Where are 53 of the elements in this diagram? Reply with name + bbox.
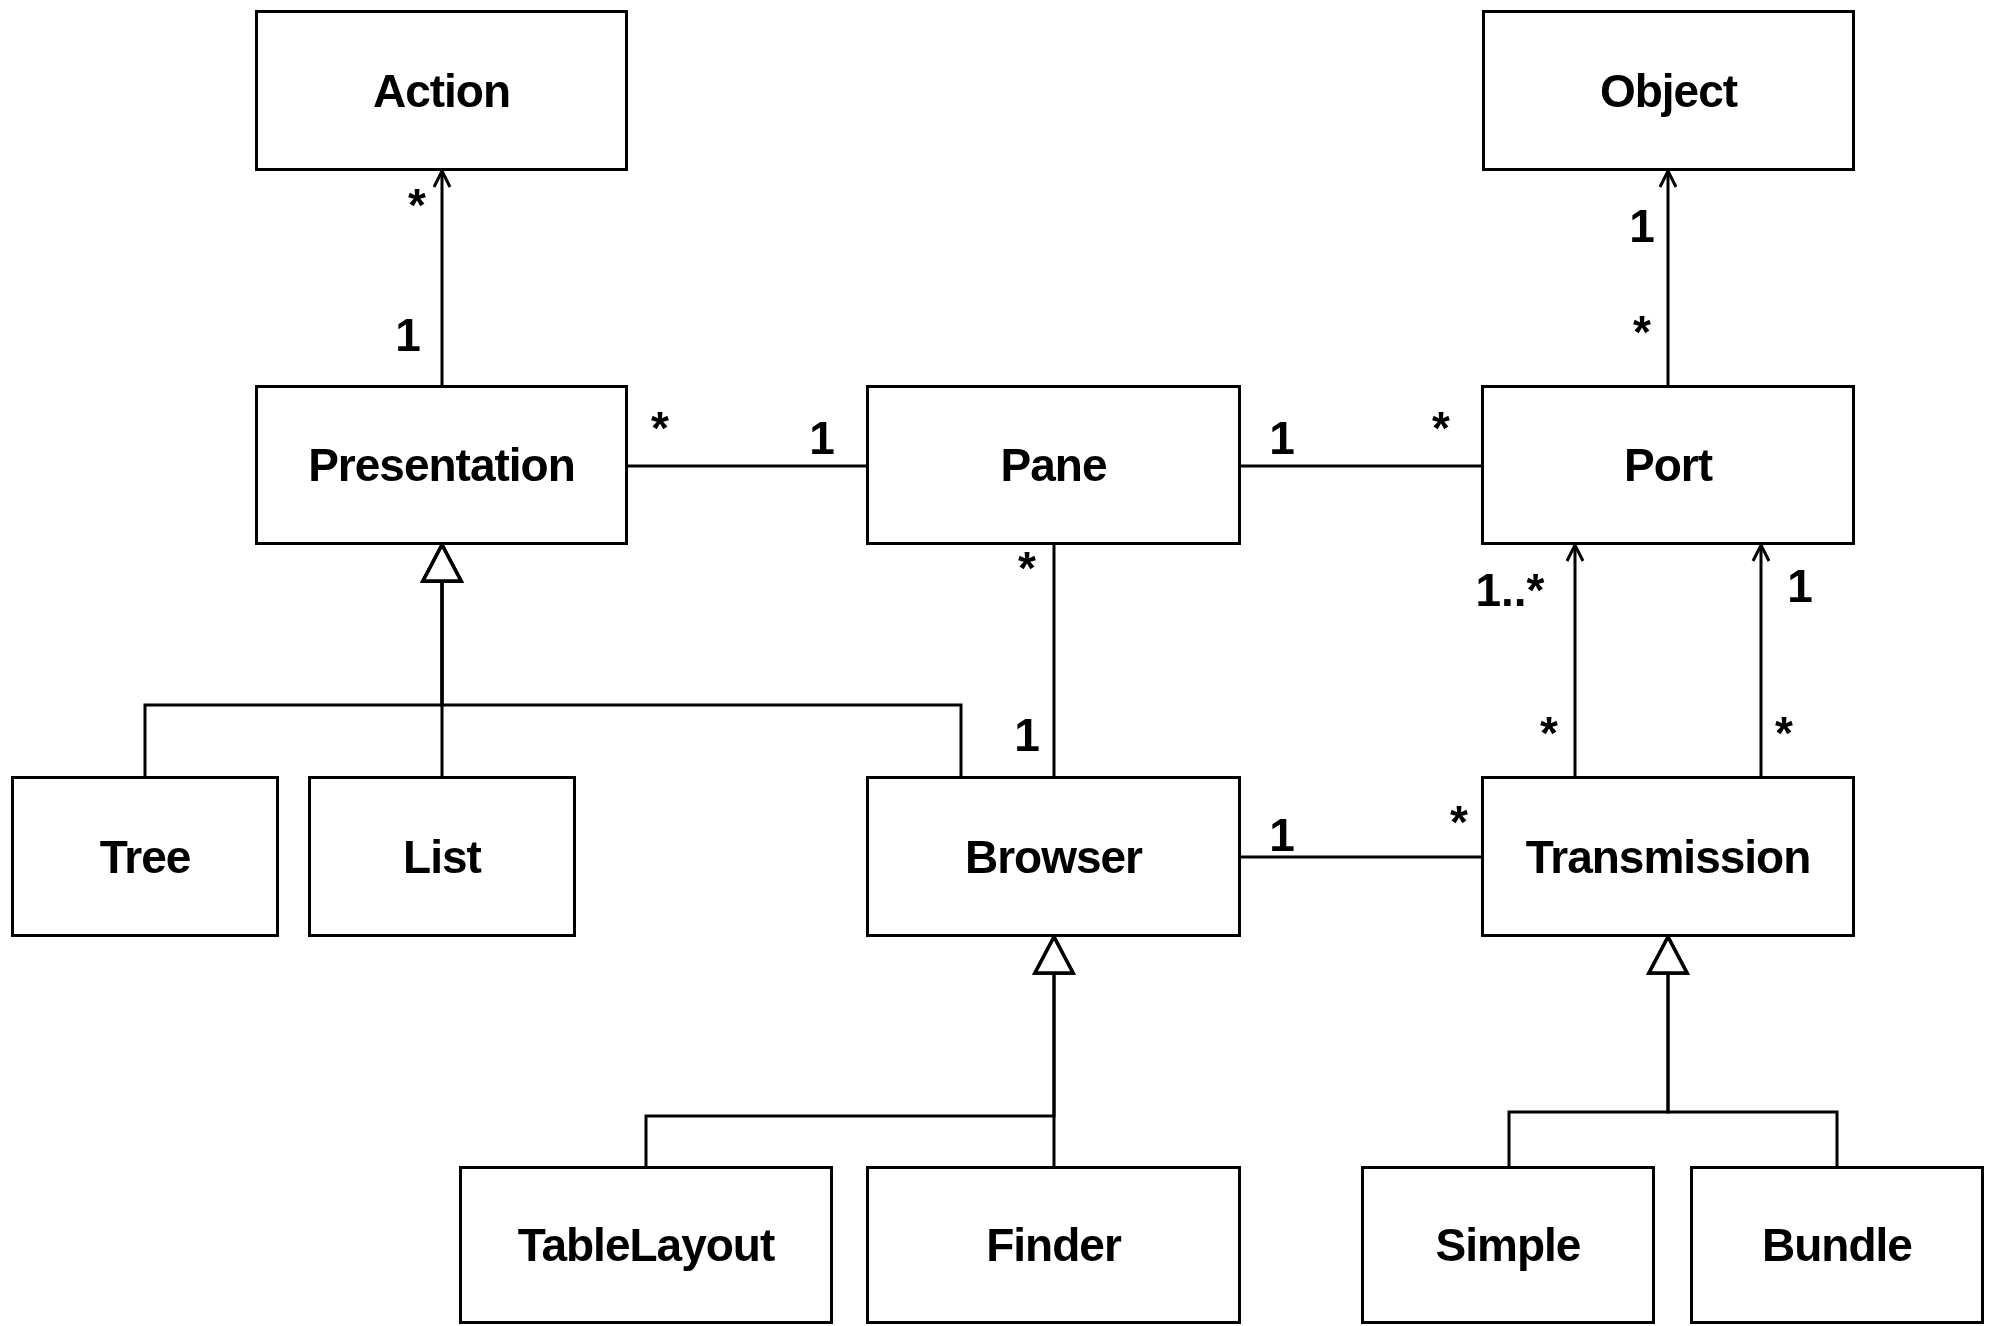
generalization-arrow [421, 543, 963, 776]
class-name: Object [1599, 63, 1738, 118]
association-line [1241, 464, 1481, 468]
class-name: Simple [1435, 1218, 1581, 1272]
class-box [1690, 1166, 1984, 1324]
multiplicity-label: 1 [809, 415, 835, 461]
multiplicity-label: 1..* [1475, 567, 1545, 613]
class-box [1481, 385, 1855, 545]
class-box [255, 385, 628, 545]
class-name: Browser [964, 829, 1143, 884]
class-name: TableLayout [517, 1218, 775, 1272]
multiplicity-label: 1 [1787, 563, 1813, 609]
multiplicity-label: * [1432, 405, 1450, 451]
association-arrow [1658, 169, 1678, 385]
class-box [866, 776, 1241, 937]
class-box [866, 1166, 1241, 1324]
class-box [459, 1166, 833, 1324]
multiplicity-label: * [1633, 309, 1651, 355]
class-name: Finder [986, 1218, 1121, 1272]
class-name: List [403, 829, 481, 884]
multiplicity-label: 1 [1629, 203, 1655, 249]
association-line [1052, 545, 1056, 776]
association-line [1241, 855, 1481, 859]
class-box [11, 776, 279, 937]
multiplicity-label: 1 [1014, 712, 1040, 758]
association-arrow [1751, 543, 1771, 776]
multiplicity-label: 1 [1269, 415, 1295, 461]
class-box [1481, 776, 1855, 937]
multiplicity-label: * [1018, 545, 1036, 591]
multiplicity-label: 1 [1269, 812, 1295, 858]
class-name: Transmission [1525, 829, 1811, 884]
association-arrow [432, 169, 452, 385]
multiplicity-label: * [1775, 710, 1793, 756]
class-box [866, 385, 1241, 545]
multiplicity-label: * [1450, 799, 1468, 845]
class-name: Pane [1000, 438, 1107, 492]
generalization-arrow [1647, 935, 1839, 1166]
class-name: Action [372, 63, 511, 118]
class-box [255, 10, 628, 171]
association-line [628, 464, 866, 468]
class-name: Tree [99, 829, 191, 884]
class-name: Port [1624, 438, 1712, 492]
multiplicity-label: * [408, 182, 426, 228]
class-box [308, 776, 576, 937]
association-arrow [1565, 543, 1585, 776]
multiplicity-label: 1 [395, 312, 421, 358]
multiplicity-label: * [651, 405, 669, 451]
generalization-arrow [1033, 935, 1075, 1166]
class-name: Bundle [1762, 1218, 1912, 1272]
class-box [1482, 10, 1855, 171]
class-name: Presentation [308, 438, 575, 492]
multiplicity-label: * [1540, 710, 1558, 756]
class-box [1361, 1166, 1655, 1324]
